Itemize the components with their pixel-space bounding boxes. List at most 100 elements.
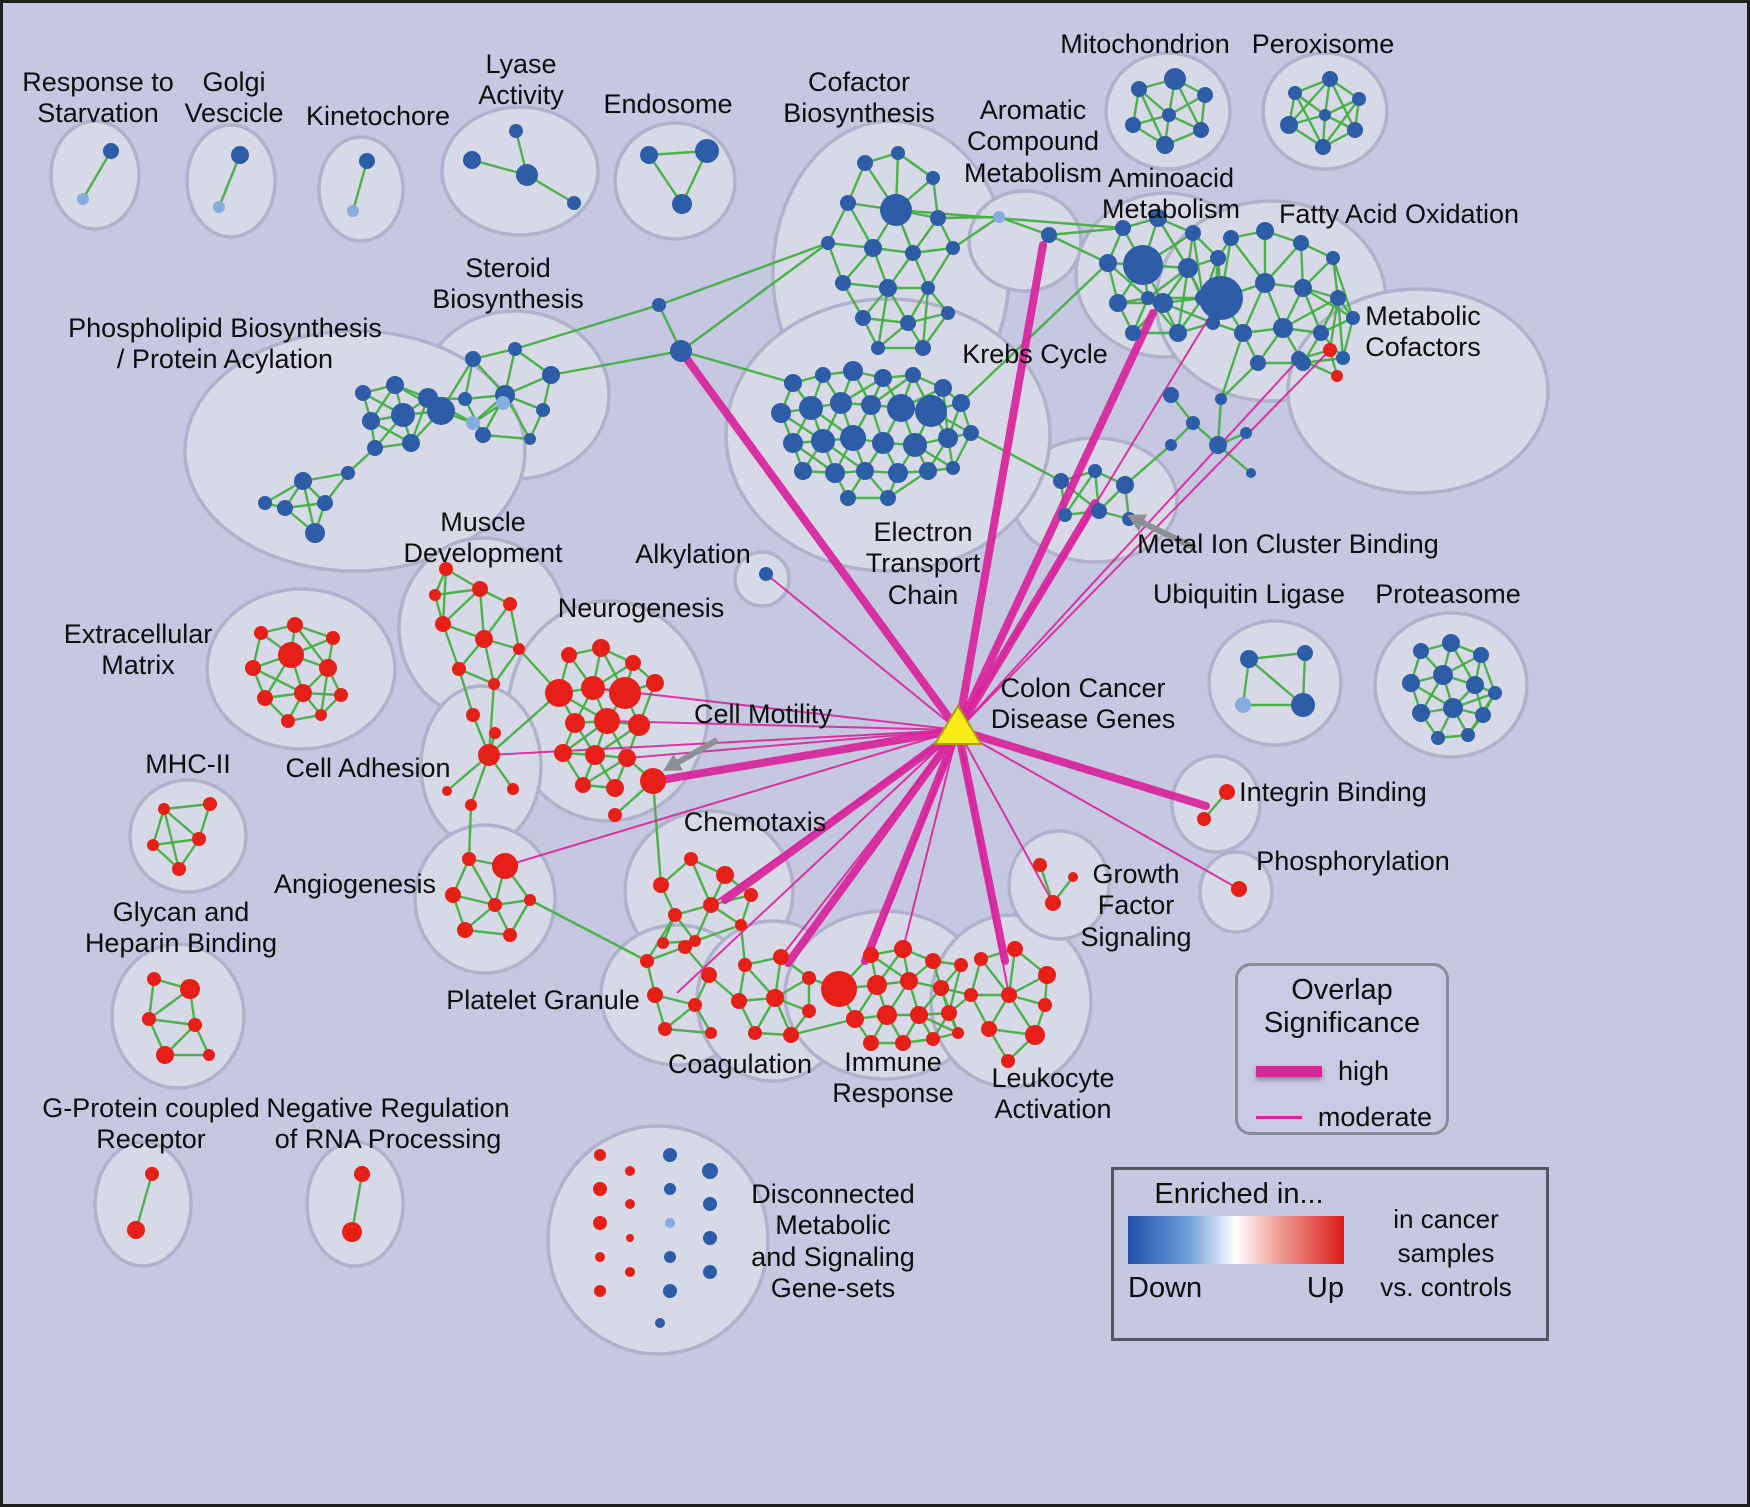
gene-set-node[interactable]: [1099, 254, 1117, 272]
gene-set-node[interactable]: [1199, 276, 1243, 320]
gene-set-node[interactable]: [1068, 872, 1078, 882]
gene-set-node[interactable]: [652, 298, 666, 312]
gene-set-node[interactable]: [294, 472, 312, 490]
gene-set-node[interactable]: [465, 351, 481, 367]
gene-set-node[interactable]: [625, 1166, 635, 1176]
gene-set-node[interactable]: [257, 690, 273, 706]
gene-set-node[interactable]: [1058, 508, 1072, 522]
gene-set-node[interactable]: [103, 143, 119, 159]
gene-set-node[interactable]: [879, 279, 897, 297]
gene-set-node[interactable]: [478, 744, 500, 766]
gene-set-node[interactable]: [1210, 250, 1226, 266]
gene-set-node[interactable]: [585, 745, 605, 765]
gene-set-node[interactable]: [703, 897, 719, 913]
gene-set-node[interactable]: [1165, 439, 1177, 451]
gene-set-node[interactable]: [1038, 998, 1052, 1012]
gene-set-node[interactable]: [203, 1049, 215, 1061]
gene-set-node[interactable]: [277, 500, 293, 516]
gene-set-node[interactable]: [1331, 370, 1343, 382]
gene-set-node[interactable]: [856, 462, 874, 480]
gene-set-node[interactable]: [618, 749, 636, 767]
gene-set-node[interactable]: [1336, 351, 1350, 365]
gene-set-node[interactable]: [1255, 273, 1275, 293]
gene-set-node[interactable]: [147, 972, 161, 986]
gene-set-node[interactable]: [821, 236, 835, 250]
gene-set-node[interactable]: [609, 677, 641, 709]
gene-set-node[interactable]: [524, 433, 536, 445]
gene-set-node[interactable]: [846, 1010, 864, 1028]
gene-set-node[interactable]: [472, 581, 488, 597]
gene-set-node[interactable]: [77, 193, 89, 205]
gene-set-node[interactable]: [466, 416, 480, 430]
gene-set-node[interactable]: [1466, 676, 1484, 694]
gene-set-node[interactable]: [701, 967, 717, 983]
gene-set-node[interactable]: [488, 898, 502, 912]
gene-set-node[interactable]: [1273, 318, 1293, 338]
gene-set-node[interactable]: [1288, 86, 1302, 100]
gene-set-node[interactable]: [156, 1046, 174, 1064]
gene-set-node[interactable]: [861, 395, 881, 415]
gene-set-node[interactable]: [877, 1005, 897, 1025]
gene-set-node[interactable]: [1153, 293, 1173, 313]
gene-set-node[interactable]: [926, 1032, 940, 1046]
gene-set-node[interactable]: [689, 935, 701, 947]
gene-set-node[interactable]: [319, 659, 337, 677]
gene-set-node[interactable]: [840, 195, 856, 211]
gene-set-node[interactable]: [402, 434, 420, 452]
gene-set-node[interactable]: [1443, 698, 1463, 718]
gene-set-node[interactable]: [894, 940, 912, 958]
gene-set-node[interactable]: [771, 403, 791, 423]
gene-set-node[interactable]: [606, 779, 624, 797]
gene-set-node[interactable]: [887, 394, 915, 422]
gene-set-node[interactable]: [880, 194, 912, 226]
gene-set-node[interactable]: [359, 153, 375, 169]
gene-set-node[interactable]: [695, 139, 719, 163]
gene-set-node[interactable]: [475, 427, 491, 443]
gene-set-node[interactable]: [524, 894, 536, 906]
gene-set-node[interactable]: [784, 374, 802, 392]
gene-set-node[interactable]: [1115, 220, 1131, 236]
gene-set-node[interactable]: [640, 954, 654, 968]
gene-set-node[interactable]: [1246, 468, 1256, 478]
gene-set-node[interactable]: [1169, 324, 1187, 342]
gene-set-node[interactable]: [536, 403, 550, 417]
gene-set-node[interactable]: [748, 1026, 762, 1040]
gene-set-node[interactable]: [926, 171, 940, 185]
gene-set-node[interactable]: [872, 432, 894, 454]
gene-set-node[interactable]: [1240, 427, 1252, 439]
gene-set-node[interactable]: [575, 777, 591, 793]
gene-set-node[interactable]: [1413, 643, 1429, 659]
gene-set-node[interactable]: [281, 714, 295, 728]
gene-set-node[interactable]: [915, 395, 947, 427]
gene-set-node[interactable]: [1315, 139, 1331, 155]
gene-set-node[interactable]: [445, 887, 461, 903]
gene-set-node[interactable]: [802, 971, 816, 985]
gene-set-node[interactable]: [492, 853, 518, 879]
gene-set-node[interactable]: [278, 642, 304, 668]
gene-set-node[interactable]: [840, 490, 856, 506]
gene-set-node[interactable]: [429, 589, 441, 601]
gene-set-node[interactable]: [703, 1231, 717, 1245]
gene-set-node[interactable]: [830, 392, 852, 414]
gene-set-node[interactable]: [305, 523, 325, 543]
gene-set-node[interactable]: [799, 396, 823, 420]
gene-set-node[interactable]: [503, 928, 517, 942]
gene-set-node[interactable]: [1402, 674, 1420, 692]
gene-set-node[interactable]: [857, 155, 873, 171]
gene-set-node[interactable]: [684, 852, 698, 866]
gene-set-node[interactable]: [1256, 222, 1274, 240]
gene-set-node[interactable]: [595, 1252, 605, 1262]
gene-set-node[interactable]: [561, 647, 577, 663]
gene-set-node[interactable]: [1297, 645, 1313, 661]
gene-set-node[interactable]: [688, 998, 702, 1012]
gene-set-node[interactable]: [1041, 227, 1057, 243]
gene-set-node[interactable]: [625, 655, 641, 671]
gene-set-node[interactable]: [1215, 393, 1227, 405]
gene-set-node[interactable]: [946, 461, 960, 475]
gene-set-node[interactable]: [354, 1166, 370, 1182]
gene-set-node[interactable]: [1346, 311, 1360, 325]
gene-set-node[interactable]: [938, 428, 958, 448]
gene-set-node[interactable]: [475, 630, 493, 648]
gene-set-node[interactable]: [509, 124, 523, 138]
gene-set-node[interactable]: [315, 709, 327, 721]
